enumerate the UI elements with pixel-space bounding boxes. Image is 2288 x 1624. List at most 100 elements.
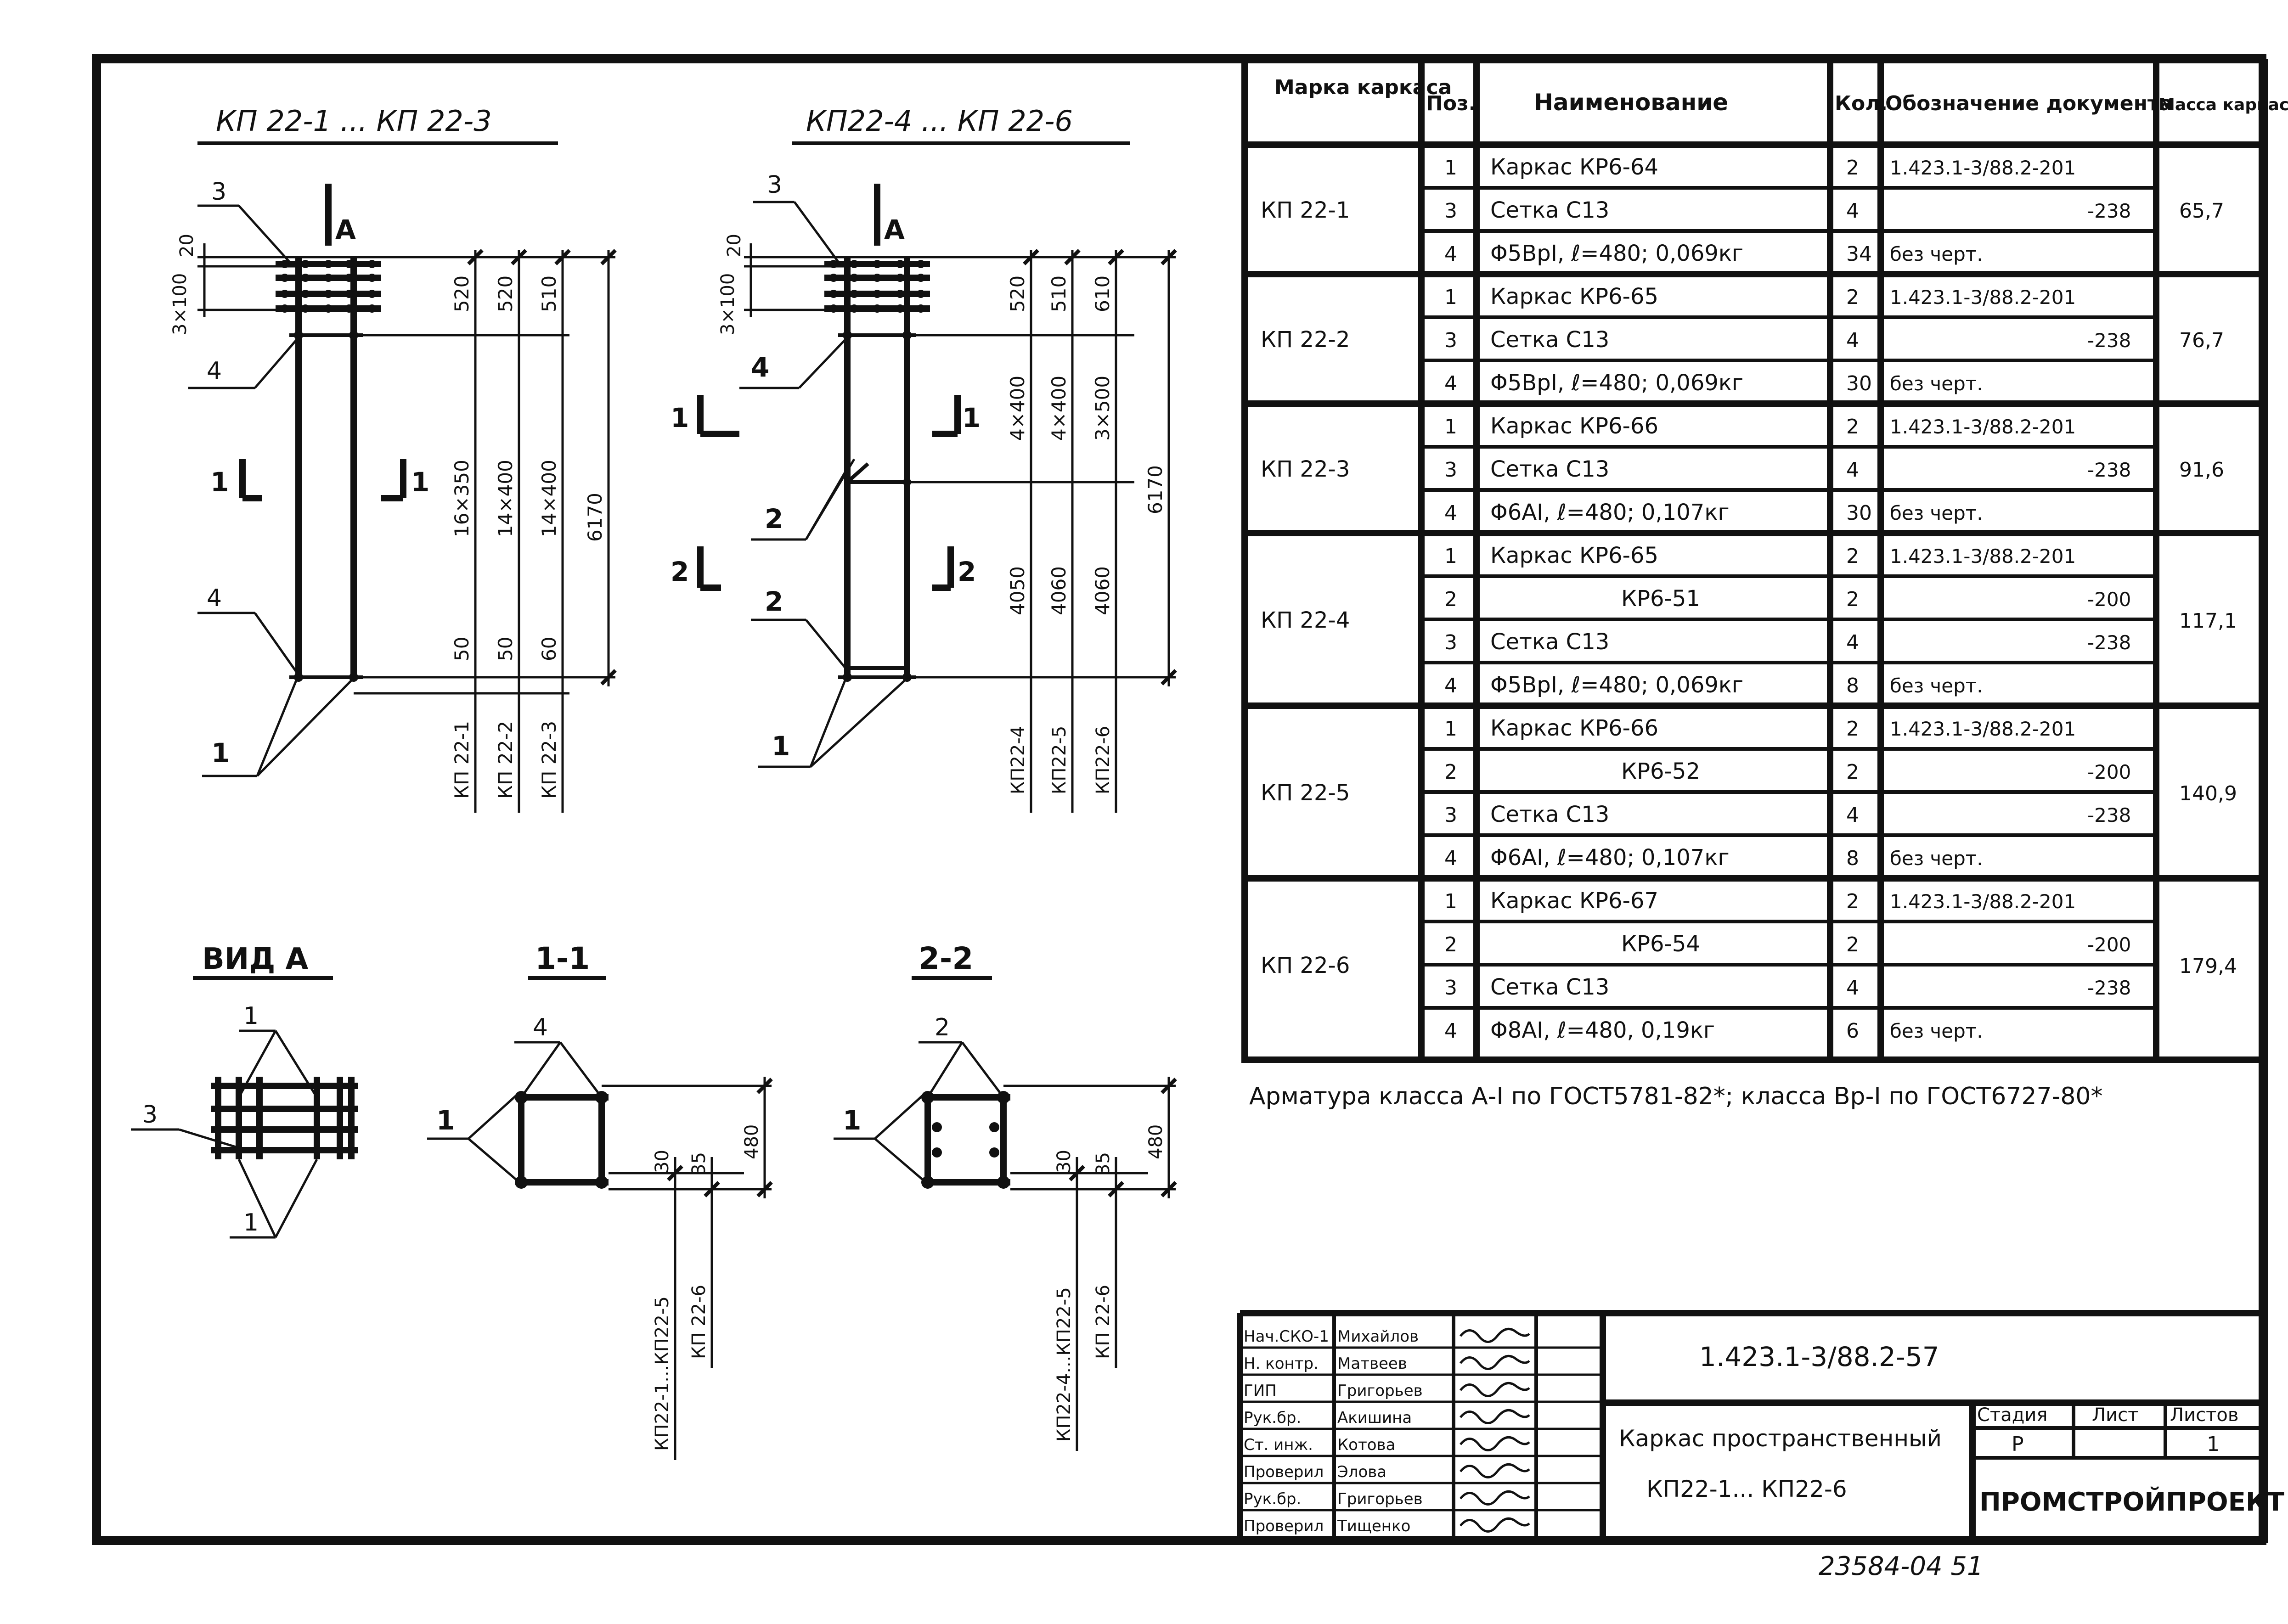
dim-left-c3-top: 510 <box>538 275 560 312</box>
title-block-name: Михайлов <box>1337 1327 1419 1346</box>
th-qty: Кол. <box>1835 92 1888 115</box>
cell-pos: 1 <box>1444 545 1457 568</box>
mark-left-c1: КП 22-1 <box>451 721 473 799</box>
dim-left-c1-mid: 16×350 <box>451 460 473 537</box>
cell-name: КР6-51 <box>1621 586 1700 612</box>
dim-20-left: 20 <box>176 234 197 257</box>
view-title-right: КП22-4 ... КП 22-6 <box>806 104 1073 138</box>
dim-right-c2-bot: 4060 <box>1048 566 1070 615</box>
cell-name: Φ5ВрⅠ, ℓ=480; 0,069кг <box>1490 241 1743 266</box>
section-mark-1b-left: 1 <box>411 466 429 498</box>
section-2-2-callout-2: 2 <box>935 1014 950 1041</box>
cell-name: Сетка С13 <box>1490 629 1609 655</box>
cell-pos: 4 <box>1444 674 1457 697</box>
cell-name: Φ6АⅠ, ℓ=480; 0,107кг <box>1490 845 1730 871</box>
cell-mark: КП 22-5 <box>1261 780 1350 806</box>
callout-1-left: 1 <box>211 737 230 769</box>
dim-left-c1-top: 520 <box>451 275 473 312</box>
stage-label: Стадия <box>1977 1405 2047 1426</box>
reinforcement-note: Арматура класса А-Ⅰ по ГОСТ5781-82*; кла… <box>1249 1083 2103 1110</box>
callout-2-right-a: 2 <box>765 503 783 534</box>
cell-mass: 117,1 <box>2179 609 2237 633</box>
cell-name: Каркас КР6-65 <box>1490 284 1658 309</box>
cell-qty: 8 <box>1846 847 1859 870</box>
th-doc: Обозначение документа <box>1885 92 2173 115</box>
cell-qty: 4 <box>1846 199 1859 223</box>
cell-name: Сетка С13 <box>1490 327 1609 353</box>
cell-name: Каркас КР6-65 <box>1490 543 1658 568</box>
footer-stamp: 23584-04 51 <box>1819 1551 1984 1581</box>
cell-qty: 4 <box>1846 329 1859 352</box>
section-mark-1a-right: 1 <box>671 402 689 433</box>
dim-20-right: 20 <box>724 234 745 257</box>
callout-3-right: 3 <box>767 171 782 199</box>
cell-qty: 8 <box>1846 674 1859 697</box>
cell-doc: без черт. <box>1890 847 1983 870</box>
cell-pos: 4 <box>1444 501 1457 525</box>
cell-doc: 1.423.1-3/88.2-201 <box>1890 718 2076 740</box>
title-block-role: Проверил <box>1244 1463 1324 1481</box>
signature-mark <box>1460 1354 1530 1370</box>
title-block-name: Котова <box>1337 1436 1395 1454</box>
section-2-2-title: 2-2 <box>919 941 973 976</box>
mark-right-c1: КП22-4 <box>1008 726 1029 794</box>
section-1-1-dim-30: 30 <box>652 1150 673 1173</box>
signature-mark <box>1460 1490 1530 1506</box>
mark-right-c2: КП22-5 <box>1049 726 1070 794</box>
cell-qty: 2 <box>1846 545 1859 568</box>
organization: ПРОМСТРОЙПРОЕКТ <box>1979 1487 2284 1517</box>
callout-4-left-bot: 4 <box>207 584 222 612</box>
title-block-name: Григорьев <box>1337 1382 1423 1400</box>
cell-qty: 6 <box>1846 1019 1859 1043</box>
dim-right-c1-mid: 4×400 <box>1006 376 1029 441</box>
dim-columns-right <box>847 249 1177 813</box>
dim-right-c3-bot: 4060 <box>1091 566 1114 615</box>
cell-qty: 2 <box>1846 415 1859 438</box>
dim-right-c2-top: 510 <box>1048 275 1070 312</box>
cell-pos: 1 <box>1444 415 1457 438</box>
cell-doc: 1.423.1-3/88.2-201 <box>1890 545 2076 568</box>
view-arrow-a-right: А <box>884 214 905 245</box>
cell-qty: 2 <box>1846 760 1859 784</box>
cell-pos: 2 <box>1444 933 1457 956</box>
cell-name: Каркас КР6-67 <box>1490 888 1658 914</box>
cell-name: Сетка С13 <box>1490 974 1609 1000</box>
title-line-2: КП22-1... КП22-6 <box>1646 1476 1847 1502</box>
th-mark: Марка каркаса <box>1274 76 1452 99</box>
elevation-right: КП22-4 ... КП 22-6 А 3 4 2 <box>671 104 1177 813</box>
stage-value: Р <box>2012 1433 2024 1456</box>
cell-pos: 3 <box>1444 976 1457 1000</box>
cell-name: Сетка С13 <box>1490 802 1609 827</box>
cell-qty: 4 <box>1846 458 1859 482</box>
mark-left-c3: КП 22-3 <box>538 721 560 799</box>
cell-doc: -238 <box>2087 459 2131 481</box>
cell-pos: 4 <box>1444 847 1457 870</box>
cell-doc: -238 <box>2087 804 2131 826</box>
section-mark-1a-left: 1 <box>210 466 229 498</box>
cell-doc: 1.423.1-3/88.2-201 <box>1890 157 2076 179</box>
cell-mass: 140,9 <box>2179 782 2237 805</box>
cell-doc: -200 <box>2087 933 2131 956</box>
cell-doc: -200 <box>2087 761 2131 783</box>
cell-name: Сетка С13 <box>1490 456 1609 482</box>
cell-qty: 4 <box>1846 631 1859 654</box>
title-block-role: ГИП <box>1244 1382 1277 1400</box>
dim-right-total: 6170 <box>1144 465 1167 514</box>
cell-name: Φ6АⅠ, ℓ=480; 0,107кг <box>1490 500 1730 525</box>
title-block-name: Матвеев <box>1337 1354 1407 1373</box>
cell-qty: 2 <box>1846 588 1859 611</box>
mark-left-c2: КП 22-2 <box>494 721 517 799</box>
dim-left-total: 6170 <box>584 493 606 542</box>
title-block-role: Рук.бр. <box>1244 1409 1301 1427</box>
cell-doc: -238 <box>2087 200 2131 222</box>
cell-doc: -238 <box>2087 977 2131 999</box>
cell-pos: 1 <box>1444 890 1457 913</box>
dim-columns-left <box>299 249 617 813</box>
signature-mark <box>1460 1382 1530 1397</box>
dim-right-c2-mid: 4×400 <box>1048 376 1070 441</box>
cell-name: Φ8АⅠ, ℓ=480, 0,19кг <box>1490 1017 1715 1043</box>
section-2-2-dim-480: 480 <box>1145 1124 1167 1159</box>
cell-qty: 2 <box>1846 890 1859 913</box>
title-line-1: Каркас пространственный <box>1619 1425 1942 1452</box>
